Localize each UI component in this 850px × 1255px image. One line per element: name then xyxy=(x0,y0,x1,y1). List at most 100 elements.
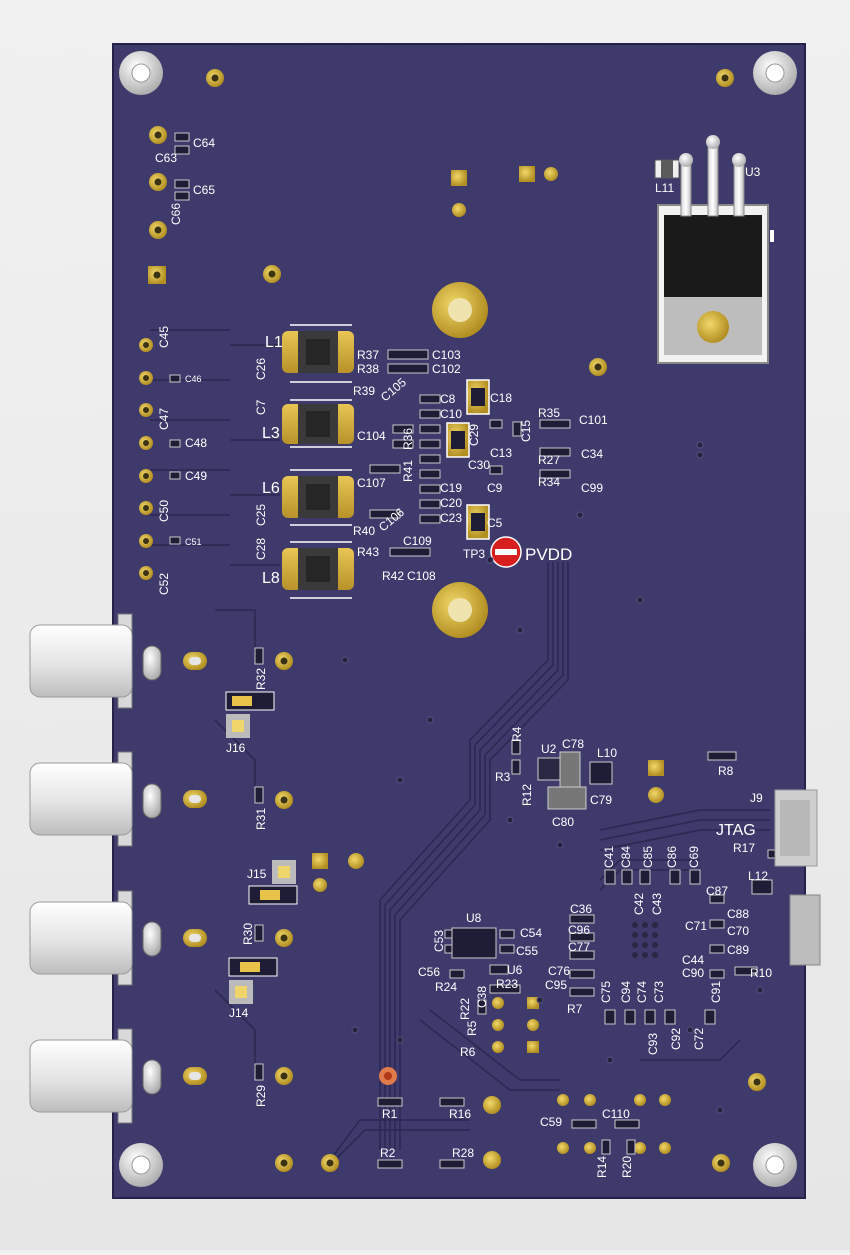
label-C77: C77 xyxy=(568,940,590,954)
label-C85: C85 xyxy=(641,846,655,868)
label-J14: J14 xyxy=(229,1006,249,1020)
label-C96: C96 xyxy=(568,923,590,937)
label-C26: C26 xyxy=(254,358,268,380)
label-R35: R35 xyxy=(538,406,560,420)
power-inductors xyxy=(282,324,354,599)
label-C89: C89 xyxy=(727,943,749,957)
label-C49: C49 xyxy=(185,469,207,483)
label-PVDD: PVDD xyxy=(525,545,572,564)
label-C70: C70 xyxy=(727,924,749,938)
label-R16: R16 xyxy=(449,1107,471,1121)
label-C43: C43 xyxy=(650,893,664,915)
label-C55: C55 xyxy=(516,944,538,958)
label-C63: C63 xyxy=(155,151,177,165)
label-C41: C41 xyxy=(602,846,616,868)
label-C69: C69 xyxy=(687,846,701,868)
label-C45: C45 xyxy=(157,326,171,348)
label-JTAG: JTAG xyxy=(716,822,756,839)
label-U2: U2 xyxy=(541,742,557,756)
label-C15: C15 xyxy=(519,420,533,442)
label-C91: C91 xyxy=(709,981,723,1003)
label-U3: U3 xyxy=(745,165,761,179)
label-C65: C65 xyxy=(193,183,215,197)
label-C30: C30 xyxy=(468,458,490,472)
label-R23: R23 xyxy=(496,977,518,991)
label-R14: R14 xyxy=(595,1156,609,1178)
label-C99: C99 xyxy=(581,481,603,495)
label-C92: C92 xyxy=(669,1028,683,1050)
label-C53: C53 xyxy=(432,930,446,952)
label-C34: C34 xyxy=(581,447,603,461)
label-R1: R1 xyxy=(382,1107,398,1121)
label-R8: R8 xyxy=(718,764,734,778)
label-C86: C86 xyxy=(665,846,679,868)
label-U8: U8 xyxy=(466,911,482,925)
label-C10: C10 xyxy=(440,407,462,421)
label-R29: R29 xyxy=(254,1085,268,1107)
chips xyxy=(446,379,821,966)
smd-small-parts xyxy=(169,132,783,1169)
silkscreen-labels: C64 C63 C65 C66 U3 L11 C45 C46 C47 C48 C… xyxy=(155,136,772,1178)
label-L11: L11 xyxy=(655,181,674,195)
label-R24: R24 xyxy=(435,980,457,994)
label-C47: C47 xyxy=(157,408,171,430)
label-C50: C50 xyxy=(157,500,171,522)
label-R5: R5 xyxy=(465,1020,479,1036)
label-L12: L12 xyxy=(748,869,768,883)
label-C107: C107 xyxy=(357,476,386,490)
label-C101: C101 xyxy=(579,413,608,427)
label-C109: C109 xyxy=(403,534,432,548)
label-C44: C44 xyxy=(682,953,704,967)
test-point-TP3 xyxy=(490,536,522,568)
label-C72: C72 xyxy=(692,1028,706,1050)
through-hole-pads xyxy=(148,69,766,1172)
label-C5: C5 xyxy=(487,516,503,530)
label-C51: C51 xyxy=(185,537,202,547)
label-C75: C75 xyxy=(599,981,613,1003)
label-C71: C71 xyxy=(685,919,707,933)
label-R34: R34 xyxy=(538,475,560,489)
label-C84: C84 xyxy=(619,846,633,868)
vias xyxy=(341,441,764,1114)
label-J15: J15 xyxy=(247,867,267,881)
label-C76: C76 xyxy=(548,964,570,978)
label-C59: C59 xyxy=(540,1115,562,1129)
label-C19: C19 xyxy=(440,481,462,495)
left-cap-column xyxy=(139,338,153,580)
label-L10: L10 xyxy=(597,746,617,760)
label-R17: R17 xyxy=(733,841,755,855)
label-C54: C54 xyxy=(520,926,542,940)
label-L3: L3 xyxy=(262,425,280,442)
label-C28: C28 xyxy=(254,538,268,560)
label-C46: C46 xyxy=(185,374,202,384)
rca-connectors xyxy=(29,613,207,1124)
label-C102: C102 xyxy=(432,362,461,376)
label-R27: R27 xyxy=(538,453,560,467)
label-C94: C94 xyxy=(619,981,633,1003)
label-C110: C110 xyxy=(602,1107,630,1121)
label-R10: R10 xyxy=(750,966,772,980)
label-C104: C104 xyxy=(357,429,386,443)
label-C18: C18 xyxy=(490,391,512,405)
label-R3: R3 xyxy=(495,770,511,784)
label-R30: R30 xyxy=(241,923,255,945)
label-U6: U6 xyxy=(507,963,523,977)
label-C103: C103 xyxy=(432,348,461,362)
label-R40: R40 xyxy=(353,524,375,538)
label-R4: R4 xyxy=(510,726,524,742)
label-TP3: TP3 xyxy=(463,547,485,561)
label-C52: C52 xyxy=(157,573,171,595)
label-R31: R31 xyxy=(254,808,268,830)
label-C25: C25 xyxy=(254,504,268,526)
label-C66: C66 xyxy=(169,203,183,225)
label-C13: C13 xyxy=(490,446,512,460)
label-C80: C80 xyxy=(552,815,574,829)
label-C36: C36 xyxy=(570,902,592,916)
label-C42: C42 xyxy=(632,893,646,915)
label-C95: C95 xyxy=(545,978,567,992)
label-C64: C64 xyxy=(193,136,215,150)
label-C20: C20 xyxy=(440,496,462,510)
jumpers xyxy=(225,691,298,1004)
